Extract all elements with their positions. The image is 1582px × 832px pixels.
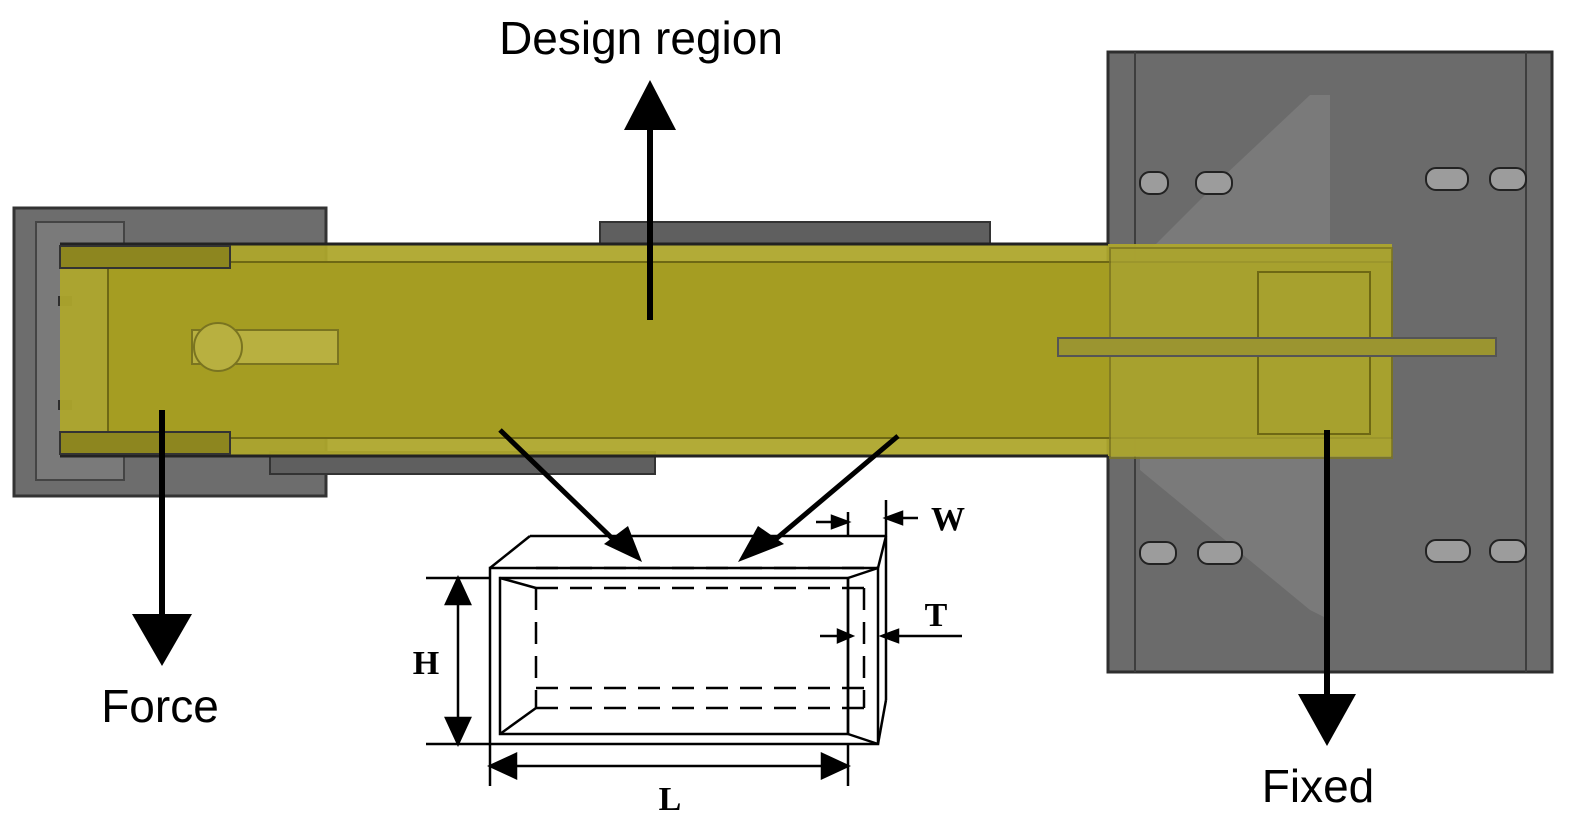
fixed-arrowhead bbox=[1298, 694, 1356, 746]
width-label: W bbox=[931, 501, 965, 538]
section-pointer-right-head bbox=[738, 526, 784, 562]
height-label: H bbox=[413, 645, 439, 682]
section-pointer-left bbox=[498, 428, 620, 546]
top-rail bbox=[599, 221, 991, 245]
design-region-arrowhead bbox=[624, 80, 676, 130]
beam-design-region bbox=[59, 242, 1497, 459]
fixed-label: Fixed bbox=[1262, 760, 1374, 812]
thickness-label: T bbox=[925, 597, 948, 634]
force-label: Force bbox=[101, 680, 219, 732]
bolt-holes bbox=[1139, 167, 1527, 565]
section-pointer-left-head bbox=[604, 526, 642, 562]
design-region-label: Design region bbox=[499, 12, 783, 64]
dimension-lines bbox=[426, 500, 962, 786]
section-pointer-right bbox=[768, 434, 900, 546]
cross-section-schematic bbox=[488, 534, 888, 746]
force-arrowhead bbox=[132, 614, 192, 666]
length-label: L bbox=[659, 781, 682, 818]
